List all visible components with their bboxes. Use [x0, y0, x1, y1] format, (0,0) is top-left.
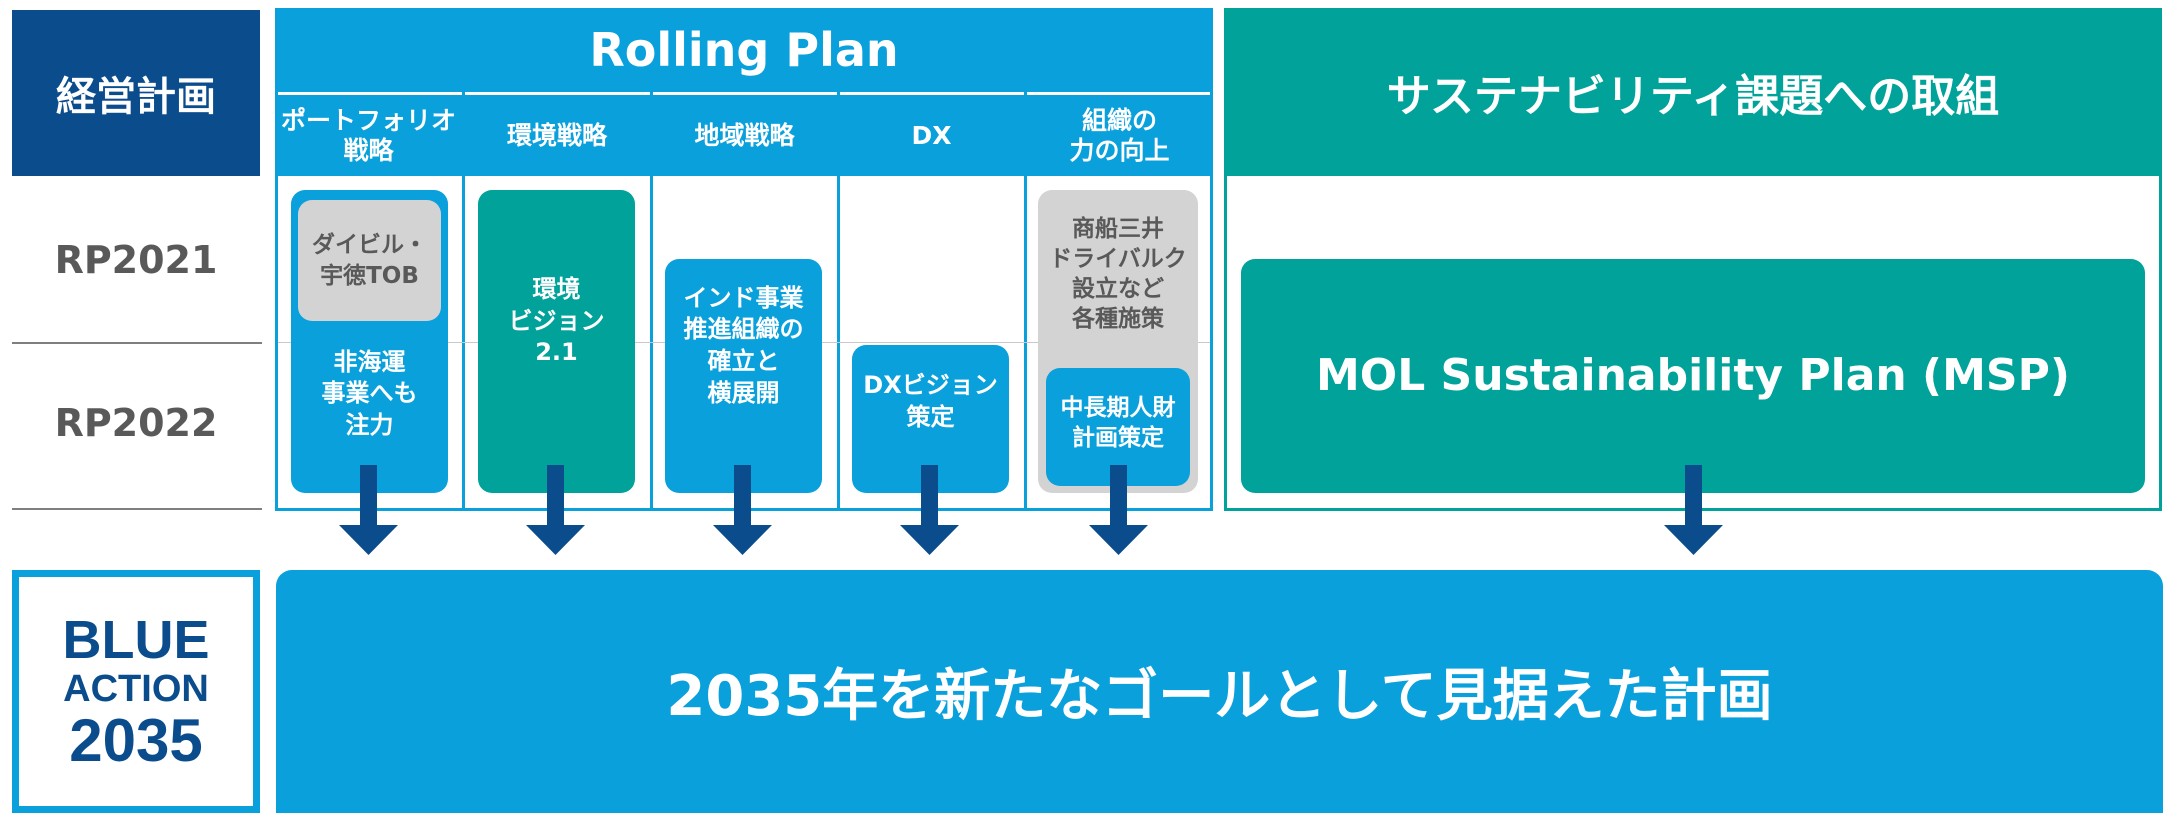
sustainability-title: サステナビリティ課題への取組 — [1224, 8, 2162, 176]
india-business-card: インド事業 推進組織の 確立と 横展開 — [665, 259, 822, 493]
tob-card: ダイビル・ 宇徳TOB — [298, 200, 441, 321]
goal-banner: 2035年を新たなゴールとして見据えた計画 — [276, 570, 2163, 813]
down-arrow-icon — [900, 465, 959, 555]
row-label-rp2021: RP2021 — [54, 238, 218, 282]
column-divider — [837, 92, 840, 511]
column-header-portfolio: ポートフォリオ 戦略 — [275, 95, 462, 176]
row-label-rp2022: RP2022 — [54, 401, 218, 445]
logo-text-action: ACTION — [63, 668, 209, 710]
row-divider — [12, 508, 262, 510]
blue-action-2035-logo — [12, 570, 260, 813]
down-arrow-icon — [339, 465, 398, 555]
rolling-plan-title: Rolling Plan — [275, 8, 1213, 92]
column-header-dx: DX — [839, 95, 1024, 176]
dry-bulk-label: 商船三井 ドライバルク 設立など 各種施策 — [1049, 216, 1187, 332]
logo-text-year: 2035 — [69, 707, 203, 774]
logo-text-blue: BLUE — [62, 610, 210, 670]
down-arrow-icon — [1664, 465, 1723, 555]
down-arrow-icon — [1089, 465, 1148, 555]
down-arrow-icon — [526, 465, 585, 555]
msp-card: MOL Sustainability Plan (MSP) — [1241, 259, 2145, 493]
column-header-organization: 組織の 力の向上 — [1026, 95, 1213, 176]
environment-vision-card: 環境 ビジョン 2.1 — [478, 190, 635, 493]
column-header-region: 地域戦略 — [652, 95, 837, 176]
management-plan-header: 経営計画 — [12, 10, 260, 176]
row-divider — [12, 342, 262, 344]
column-divider — [1024, 92, 1027, 511]
column-divider — [650, 92, 653, 511]
column-divider — [462, 92, 465, 511]
column-header-environment: 環境戦略 — [464, 95, 650, 176]
non-shipping-label: 非海運 事業へも 注力 — [321, 348, 418, 439]
down-arrow-icon — [713, 465, 772, 555]
